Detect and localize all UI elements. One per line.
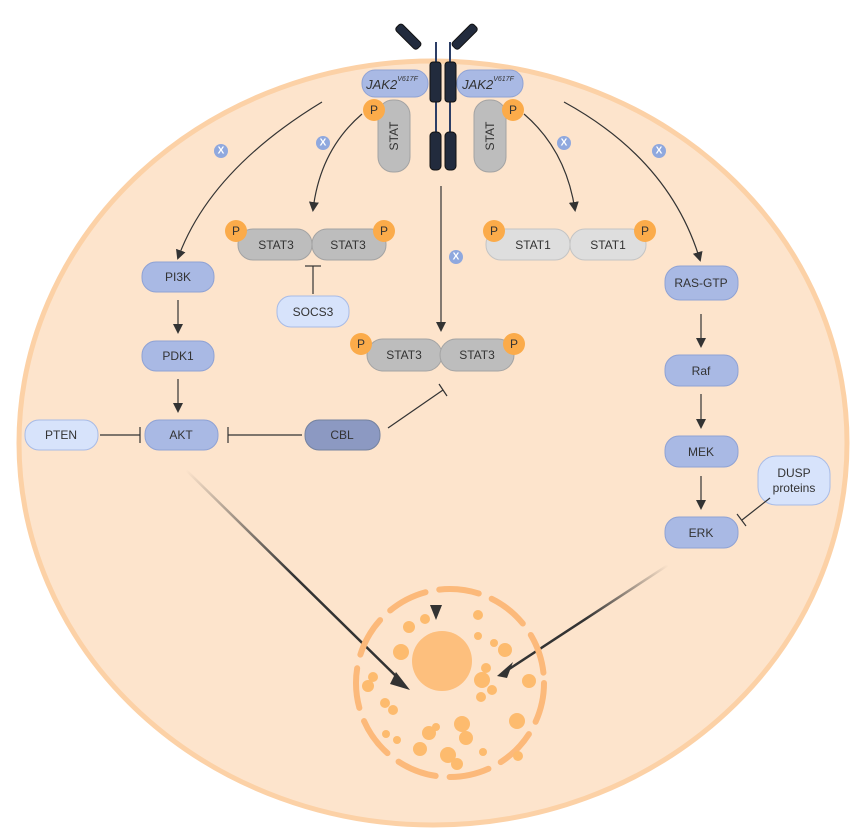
svg-text:P: P [641, 224, 649, 238]
svg-text:ERK: ERK [689, 526, 714, 540]
cytokine-receptor [395, 23, 478, 171]
node-akt: AKT [144, 419, 219, 451]
node-dusp-proteins: DUSP proteins [757, 455, 831, 506]
svg-text:X: X [561, 138, 568, 149]
stat-right: STAT [473, 99, 507, 173]
svg-text:STAT: STAT [387, 121, 401, 151]
stat3-dimer-left: STAT3 STAT3 [237, 228, 387, 261]
inhibition-lines [100, 265, 771, 527]
node-socs3: SOCS3 [276, 295, 350, 328]
x-icon: X [214, 144, 228, 158]
svg-text:X: X [656, 146, 663, 157]
svg-text:JAK2V617F: JAK2V617F [365, 76, 418, 92]
node-erk: ERK [664, 516, 739, 549]
node-cbl: CBL [304, 419, 381, 451]
svg-text:X: X [320, 138, 327, 149]
jak2-left: JAK2V617F [361, 69, 429, 98]
x-icon: X [316, 136, 330, 150]
svg-text:P: P [490, 224, 498, 238]
nucleus [353, 586, 547, 780]
svg-text:STAT3: STAT3 [386, 348, 422, 362]
inhibitor-badges: X X X X X [214, 136, 666, 264]
x-icon: X [449, 250, 463, 264]
node-pten: PTEN [24, 419, 99, 451]
svg-text:P: P [380, 224, 388, 238]
node-mek: MEK [664, 435, 739, 468]
svg-text:X: X [218, 146, 225, 157]
node-pi3k: PI3K [141, 261, 215, 293]
svg-text:CBL: CBL [330, 428, 354, 442]
svg-text:P: P [232, 224, 240, 238]
x-icon: X [557, 136, 571, 150]
svg-text:MEK: MEK [688, 445, 714, 459]
node-raf: Raf [664, 354, 739, 387]
svg-text:P: P [510, 337, 518, 351]
svg-text:PTEN: PTEN [45, 428, 77, 442]
svg-text:STAT3: STAT3 [258, 238, 294, 252]
svg-text:DUSP: DUSP [777, 466, 810, 480]
svg-text:PDK1: PDK1 [162, 349, 194, 363]
svg-text:X: X [453, 252, 460, 263]
svg-text:STAT: STAT [483, 121, 497, 151]
svg-text:P: P [509, 103, 517, 117]
nucleolus [412, 631, 472, 691]
svg-text:proteins: proteins [773, 481, 816, 495]
svg-text:RAS-GTP: RAS-GTP [674, 276, 727, 290]
stat1-dimer: STAT1 STAT1 [485, 228, 647, 261]
svg-text:STAT1: STAT1 [515, 238, 551, 252]
node-pdk1: PDK1 [141, 340, 215, 372]
svg-text:JAK2V617F: JAK2V617F [461, 76, 514, 92]
x-icon: X [652, 144, 666, 158]
svg-text:P: P [357, 337, 365, 351]
jak2-right: JAK2V617F [456, 69, 524, 98]
svg-text:PI3K: PI3K [165, 270, 191, 284]
svg-text:SOCS3: SOCS3 [293, 305, 334, 319]
svg-text:Raf: Raf [692, 364, 711, 378]
svg-text:STAT3: STAT3 [459, 348, 495, 362]
stat-left: STAT [377, 99, 411, 173]
node-ras-gtp: RAS-GTP [664, 265, 739, 301]
stat3-dimer-center: STAT3 STAT3 [366, 338, 515, 372]
svg-text:STAT3: STAT3 [330, 238, 366, 252]
svg-text:AKT: AKT [169, 428, 193, 442]
svg-text:STAT1: STAT1 [590, 238, 626, 252]
phosphate-groups: P P P P P P P P [225, 99, 656, 355]
svg-text:P: P [370, 103, 378, 117]
